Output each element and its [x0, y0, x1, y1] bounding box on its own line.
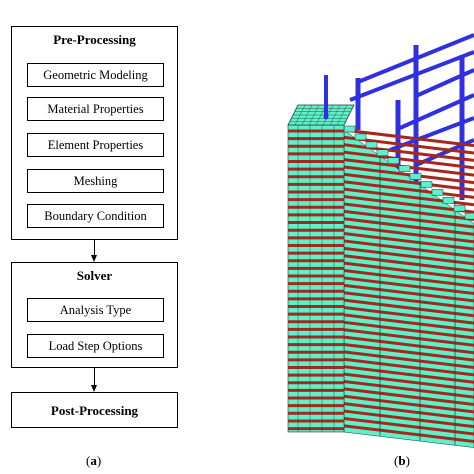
mesh-line [294, 104, 306, 126]
wall-top-face [287, 104, 355, 126]
step-block [365, 141, 378, 149]
pre-processing-box: Pre-Processing Geometric Modeling Materi… [11, 26, 178, 240]
mortar-joint [343, 394, 474, 414]
caption-a: (a) [86, 453, 101, 469]
step-block [453, 204, 466, 212]
mortar-joint [343, 343, 474, 362]
mortar-joint [343, 416, 474, 436]
front-face-concrete [287, 124, 345, 433]
step-element-properties: Element Properties [27, 133, 164, 157]
finite-element-wall-model [287, 33, 474, 448]
caption-b-open: ( [394, 453, 399, 468]
mesh-line [301, 104, 313, 126]
mortar-joint [343, 320, 474, 340]
step-block [354, 133, 367, 141]
mortar-joint [343, 313, 474, 333]
solver-box: Solver Analysis Type Load Step Options [11, 262, 178, 368]
step-block [420, 181, 433, 188]
arrow-pre-to-solver-head [91, 255, 97, 262]
mortar-joint [343, 150, 474, 170]
horizontal-rebar [357, 33, 474, 84]
arrow-solver-to-post [94, 368, 95, 386]
step-block [409, 173, 422, 180]
mesh-line [336, 104, 348, 126]
mortar-joint [343, 143, 474, 162]
mortar-joint [343, 239, 474, 259]
mortar-joint [343, 246, 474, 266]
wall-front-face [287, 124, 345, 433]
caption-a-close: ) [96, 453, 102, 468]
mortar-joint [343, 424, 474, 443]
mortar-joint [343, 276, 474, 296]
mortar-joint [343, 379, 474, 399]
mortar-joint [343, 365, 474, 384]
mesh-line [308, 104, 320, 126]
mortar-joint [343, 261, 474, 281]
mortar-joint [343, 357, 474, 377]
mortar-joint [343, 306, 474, 325]
caption-b-letter: b [398, 453, 406, 468]
mortar-joint [343, 254, 474, 273]
caption-b: (b) [394, 453, 410, 469]
post-processing-title: Post-Processing [50, 403, 139, 418]
mesh-line [329, 104, 341, 126]
mortar-joint [343, 350, 474, 369]
pre-processing-title: Pre-Processing [53, 32, 136, 47]
step-load-step-options: Load Step Options [27, 334, 164, 358]
horizontal-rebar [415, 68, 474, 98]
post-processing-box: Post-Processing [11, 392, 178, 428]
horizontal-rebar [399, 93, 474, 130]
caption-a-open: ( [86, 453, 91, 468]
arrow-pre-to-solver [94, 240, 95, 256]
mortar-joint [343, 298, 474, 318]
step-boundary-condition: Boundary Condition [27, 204, 164, 228]
mortar-joint [343, 387, 474, 406]
step-block [343, 125, 356, 133]
mortar-joint [343, 291, 474, 310]
mortar-joint [343, 224, 474, 244]
mortar-joint [343, 180, 474, 199]
step-block [398, 165, 411, 172]
wall-right-face [343, 125, 474, 448]
step-block [442, 197, 455, 204]
mortar-joint [343, 217, 474, 236]
mortar-joint [343, 172, 474, 192]
step-geometric-modeling: Geometric Modeling [27, 63, 164, 87]
step-analysis-type: Analysis Type [27, 298, 164, 322]
step-block [464, 212, 474, 220]
caption-a-letter: a [90, 453, 97, 468]
mortar-joint [343, 128, 474, 148]
mortar-joint [343, 269, 474, 288]
mortar-joint [343, 283, 474, 303]
mortar-joint [343, 402, 474, 421]
step-meshing: Meshing [27, 169, 164, 193]
step-block [376, 149, 389, 157]
mortar-joint [343, 335, 474, 355]
mortar-joint [343, 328, 474, 347]
mortar-joint [343, 202, 474, 222]
step-block [431, 189, 444, 196]
caption-b-close: ) [405, 453, 410, 468]
mortar-joint [343, 232, 474, 251]
solver-title: Solver [76, 268, 113, 283]
mortar-joint [343, 209, 474, 229]
mortar-joint [343, 195, 474, 214]
mortar-joint [343, 409, 474, 429]
arrow-solver-to-post-head [91, 385, 97, 392]
horizontal-rebar [349, 50, 474, 102]
step-block [387, 157, 400, 164]
mortar-joint [343, 372, 474, 392]
step-material-properties: Material Properties [27, 97, 164, 121]
mortar-joint [343, 165, 474, 185]
